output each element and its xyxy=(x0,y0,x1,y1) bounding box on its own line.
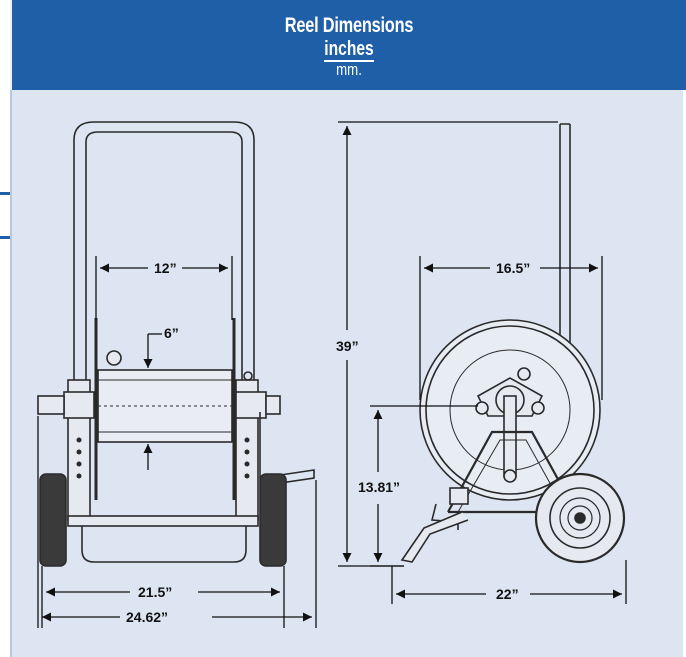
side-front-leg xyxy=(400,511,469,563)
dim-front-frame-width: 21.5” xyxy=(138,584,172,600)
header-unit-mm: mm. xyxy=(336,60,362,79)
side-frame xyxy=(447,430,577,513)
dim-front-overall-width: 24.62” xyxy=(126,609,168,625)
side-view xyxy=(400,123,626,564)
margin-tick xyxy=(0,236,12,239)
front-crank xyxy=(259,412,315,487)
drawing-panel: 12” 6” 21.5” 24.62” xyxy=(10,90,683,657)
dim-front-drum-width: 12” xyxy=(154,260,177,276)
dim-side-reel-diameter: 16.5” xyxy=(496,260,530,276)
front-right-wheel xyxy=(259,473,287,567)
dim-side-depth: 22” xyxy=(496,586,519,602)
front-left-wheel xyxy=(39,473,67,567)
reel-technical-drawing: 12” 6” 21.5” 24.62” xyxy=(37,121,627,628)
margin-tick xyxy=(0,192,12,195)
dim-side-axle-height: 13.81” xyxy=(358,479,400,495)
front-handle xyxy=(73,121,255,395)
front-view xyxy=(37,121,315,567)
header-banner: Reel Dimensions inches mm. xyxy=(10,0,686,90)
front-base xyxy=(81,526,247,563)
left-margin xyxy=(0,0,12,657)
side-dimensions xyxy=(338,121,627,604)
dim-side-height: 39” xyxy=(336,338,359,354)
front-dimensions xyxy=(37,256,317,628)
header-title: Reel Dimensions xyxy=(284,14,414,37)
dim-front-drum-diameter: 6” xyxy=(164,325,179,341)
header-unit-inches: inches xyxy=(324,38,374,62)
